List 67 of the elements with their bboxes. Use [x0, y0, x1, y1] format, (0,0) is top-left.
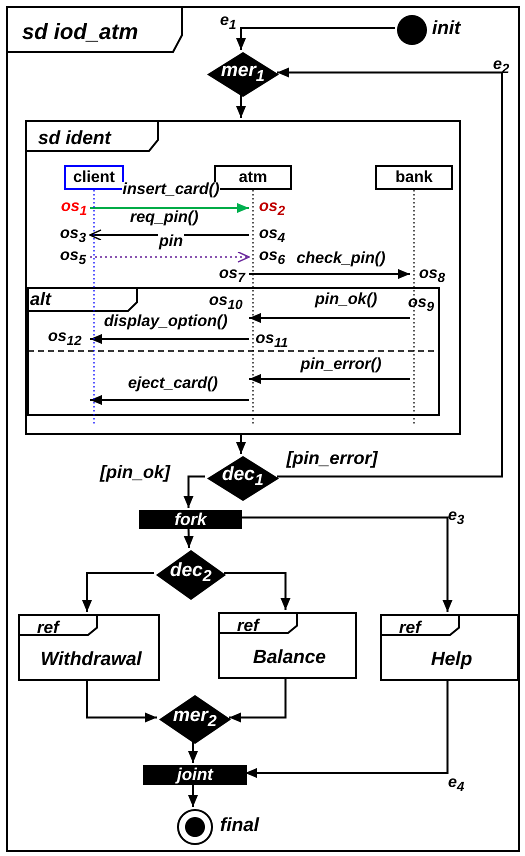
edge-label: eject_card() [127, 376, 219, 392]
sync-bar: joint [143, 765, 247, 785]
occurrence-label: os$_{11}$ [256, 330, 288, 350]
frame-title: ref [37, 618, 59, 636]
node-caption: init [432, 18, 460, 38]
edge-name: e$_{1}$ [220, 12, 236, 32]
occurrence-label: os$_{6}$ [259, 248, 286, 266]
sync-bar: fork [139, 510, 242, 529]
edge-name: e$_{4}$ [448, 774, 464, 794]
message-arrow [249, 313, 410, 323]
node-label: dec$_{1}$ [222, 464, 264, 488]
arrow [86, 679, 157, 722]
occurrence-label: os$_{10}$ [209, 292, 242, 312]
message-arrow [90, 334, 249, 344]
message-arrow [90, 395, 249, 405]
occurrence-label: os$_{8}$ [419, 266, 446, 284]
node-label: mer$_{2}$ [173, 706, 217, 730]
message-arrow [90, 251, 250, 263]
arrow [236, 433, 246, 454]
occurrence-label: os$_{4}$ [259, 226, 286, 244]
frame-title: sd ident [38, 128, 111, 148]
message-arrow [249, 269, 410, 279]
arrow [245, 679, 448, 778]
node-caption: final [220, 816, 260, 834]
arrow [229, 677, 286, 722]
arrow [236, 95, 246, 118]
reference-frame [218, 612, 357, 679]
arrow [188, 783, 198, 807]
lifeline-head: bank [375, 165, 453, 190]
edge-name: e$_{3}$ [448, 508, 464, 526]
arrow [224, 572, 290, 610]
node-label: Balance [253, 648, 326, 668]
frame-title: sd iod_atm [22, 20, 138, 42]
reference-frame [18, 614, 160, 681]
occurrence-label: os$_{5}$ [60, 248, 86, 266]
edge-label: pin_error() [300, 357, 382, 373]
edge-label: [pin_error] [286, 449, 379, 467]
message-arrow [90, 203, 249, 213]
occurrence-label: os$_{9}$ [408, 294, 434, 314]
node-label: Withdrawal [40, 650, 142, 670]
frame-title: ref [399, 618, 421, 636]
occurrence-label: os$_{3}$ [60, 226, 86, 244]
reference-frame [380, 614, 519, 681]
edge-label: [pin_ok] [99, 463, 171, 481]
node-label: dec$_{2}$ [170, 561, 212, 585]
arrow [184, 476, 205, 508]
occurrence-label: os$_{2}$ [259, 198, 286, 218]
edge-label: check_pin() [296, 251, 386, 267]
occurrence-label: os$_{7}$ [219, 266, 246, 284]
arrow [277, 68, 503, 478]
arrow [184, 526, 194, 548]
arrow [188, 742, 198, 763]
lifeline-head: client [64, 165, 124, 190]
edge-label: display_option() [103, 314, 229, 330]
fragment-operator: alt [30, 290, 52, 308]
edge-label: req_pin() [129, 210, 200, 226]
arrow [240, 516, 452, 612]
node-label: Help [431, 650, 472, 670]
arrow [236, 27, 395, 50]
edge-label: pin [158, 234, 184, 250]
arrow [82, 572, 154, 612]
occurrence-label: os$_{1}$ [61, 198, 88, 218]
message-arrow [249, 374, 410, 384]
node-label: mer$_{1}$ [221, 60, 265, 84]
edge-label: pin_ok() [314, 292, 378, 308]
occurrence-label: os$_{12}$ [48, 328, 82, 348]
frame-title: ref [237, 616, 259, 634]
